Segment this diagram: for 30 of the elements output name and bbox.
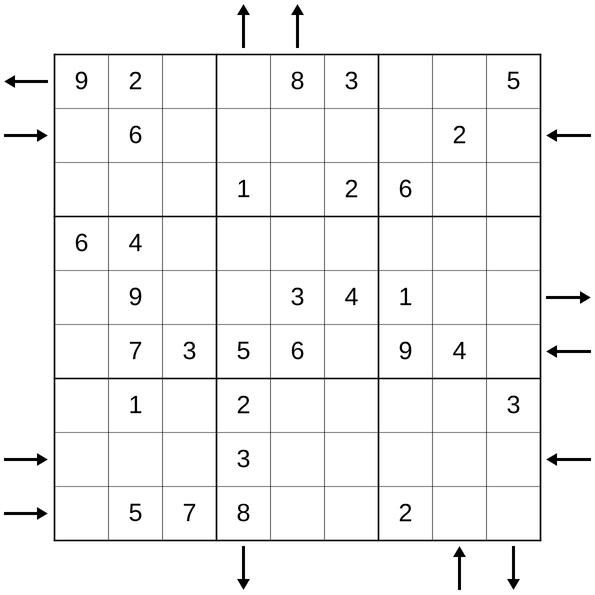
digit: 6 (400, 180, 412, 198)
digit: 3 (346, 72, 358, 90)
digit: 7 (184, 504, 196, 522)
digit: 2 (130, 72, 142, 90)
digit: 9 (400, 342, 412, 360)
digit: 6 (130, 126, 142, 144)
digit: 7 (130, 342, 142, 360)
digit: 5 (130, 504, 142, 522)
digit: 5 (508, 72, 520, 90)
digit: 2 (400, 504, 412, 522)
digit: 2 (454, 126, 466, 144)
digit: 1 (400, 288, 412, 306)
digit: 4 (129, 234, 142, 252)
digit: 2 (238, 396, 250, 414)
digit: 4 (453, 342, 466, 360)
digit: 5 (238, 342, 250, 360)
digit: 6 (76, 234, 88, 252)
digit: 8 (238, 504, 250, 522)
digit: 8 (292, 72, 304, 90)
digit: 3 (292, 288, 304, 306)
digit: 3 (184, 342, 196, 360)
digit: 9 (130, 288, 142, 306)
digit: 1 (238, 180, 250, 198)
digit: 9 (76, 72, 88, 90)
digit: 6 (292, 342, 304, 360)
digit: 3 (238, 450, 250, 468)
digit: 4 (345, 288, 358, 306)
digit: 2 (346, 180, 358, 198)
digit: 1 (130, 396, 142, 414)
digit: 3 (508, 396, 520, 414)
